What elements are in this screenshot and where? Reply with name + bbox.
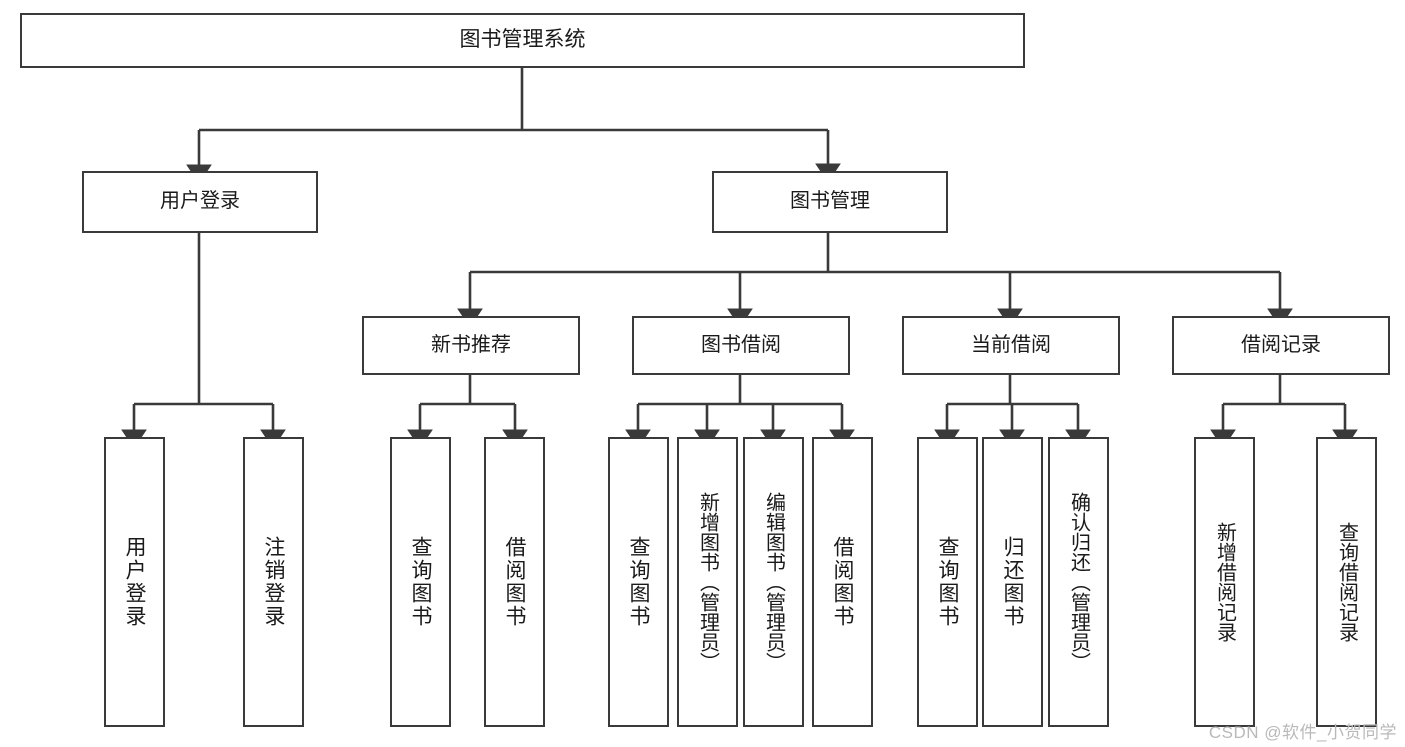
node-label: 新增借阅记录 [1213, 522, 1236, 642]
leaf-book-borrow-add[interactable]: 新增图书（管理员） [677, 437, 738, 727]
leaf-user-login-login[interactable]: 用户登录 [104, 437, 165, 727]
leaf-new-book-query[interactable]: 查询图书 [390, 437, 451, 727]
node-root-system[interactable]: 图书管理系统 [20, 13, 1025, 68]
node-label: 图书管理系统 [459, 28, 586, 52]
leaf-book-borrow-query[interactable]: 查询图书 [608, 437, 669, 727]
node-label: 用户登录 [160, 190, 240, 213]
leaf-borrow-record-query[interactable]: 查询借阅记录 [1316, 437, 1377, 727]
node-label: 查询图书 [936, 536, 959, 628]
node-label: 注销登录 [262, 536, 285, 628]
node-book-management[interactable]: 图书管理 [712, 171, 948, 233]
leaf-current-borrow-return[interactable]: 归还图书 [982, 437, 1043, 727]
node-label: 当前借阅 [971, 333, 1051, 356]
leaf-book-borrow-borrow[interactable]: 借阅图书 [812, 437, 873, 727]
node-user-login[interactable]: 用户登录 [82, 171, 318, 233]
leaf-borrow-record-add[interactable]: 新增借阅记录 [1194, 437, 1255, 727]
node-label: 借阅记录 [1241, 333, 1321, 356]
node-label: 查询图书 [627, 536, 650, 628]
node-label: 借阅图书 [503, 536, 526, 628]
node-label: 新增图书（管理员） [696, 492, 719, 672]
leaf-current-borrow-confirm-return[interactable]: 确认归还（管理员） [1048, 437, 1109, 727]
leaf-book-borrow-edit[interactable]: 编辑图书（管理员） [743, 437, 804, 727]
node-book-borrow[interactable]: 图书借阅 [632, 316, 850, 375]
node-label: 归还图书 [1001, 536, 1024, 628]
csdn-watermark: CSDN @软件_小贺同学 [1208, 723, 1397, 742]
node-label: 查询借阅记录 [1335, 522, 1358, 642]
node-current-borrow[interactable]: 当前借阅 [902, 316, 1120, 375]
leaf-new-book-borrow[interactable]: 借阅图书 [484, 437, 545, 727]
node-label: 借阅图书 [831, 536, 854, 628]
node-new-book-recommend[interactable]: 新书推荐 [362, 316, 580, 375]
leaf-current-borrow-query[interactable]: 查询图书 [917, 437, 978, 727]
node-label: 确认归还（管理员） [1067, 492, 1090, 672]
node-label: 图书管理 [790, 190, 870, 213]
node-label: 新书推荐 [431, 333, 511, 356]
leaf-user-login-logout[interactable]: 注销登录 [243, 437, 304, 727]
node-label: 查询图书 [409, 536, 432, 628]
node-label: 图书借阅 [701, 333, 781, 356]
node-label: 用户登录 [123, 536, 146, 628]
node-label: 编辑图书（管理员） [762, 492, 785, 672]
node-borrow-record[interactable]: 借阅记录 [1172, 316, 1390, 375]
